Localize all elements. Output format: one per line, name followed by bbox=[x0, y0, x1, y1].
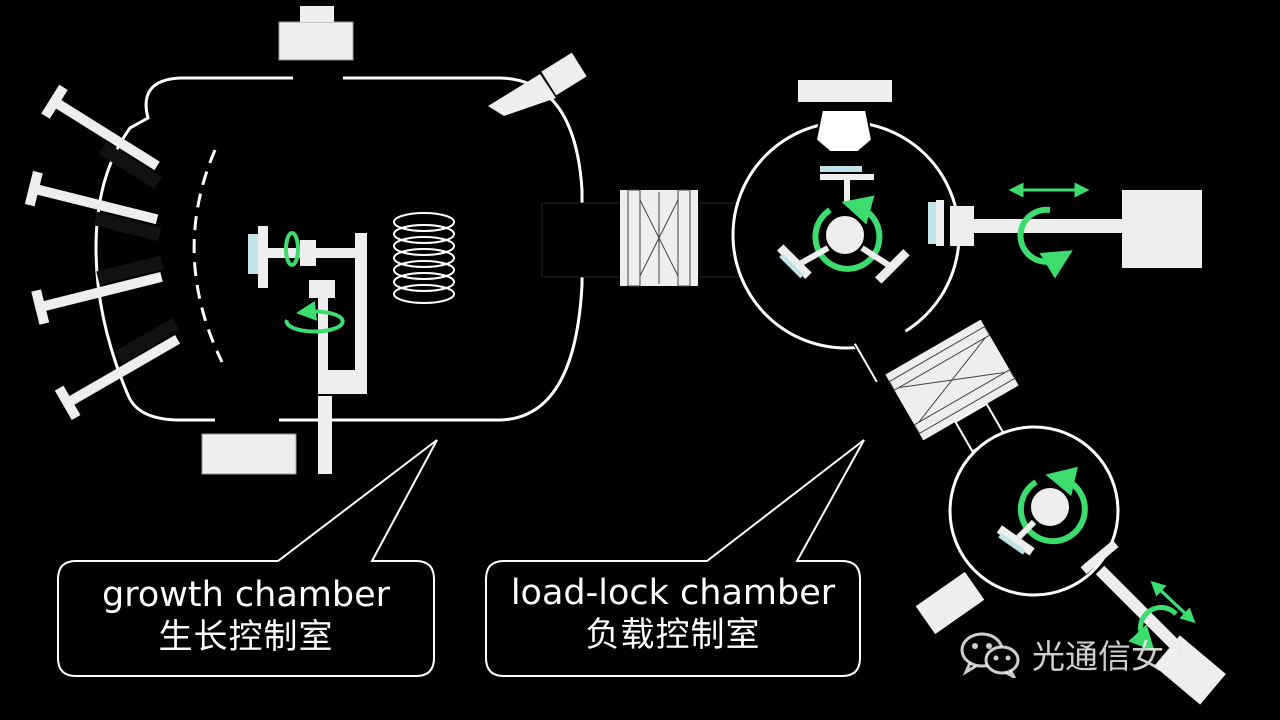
entry-chamber bbox=[915, 425, 1226, 705]
transfer-rod-motion-arrows bbox=[1008, 182, 1090, 279]
load-lock-chamber-label-en: load-lock chamber bbox=[510, 573, 836, 613]
shutter-dashed-arc bbox=[192, 149, 224, 363]
growth-chamber-label: growth chamber 生长控制室 bbox=[60, 574, 432, 658]
sample-arm-left bbox=[777, 244, 830, 279]
load-lock-chamber-label-zh: 负载控制室 bbox=[585, 614, 761, 655]
top-viewport bbox=[798, 80, 892, 202]
transfer-rod bbox=[928, 190, 1202, 268]
top-right-port bbox=[488, 52, 587, 116]
sample-holder bbox=[824, 214, 866, 256]
substrate-manipulator bbox=[248, 226, 367, 474]
rotation-arrow-icon bbox=[284, 231, 345, 334]
entry-transfer-rod bbox=[1095, 565, 1226, 705]
entry-arm-left bbox=[996, 519, 1037, 556]
effusion-cell-2 bbox=[24, 170, 162, 242]
effusion-cell-3 bbox=[31, 255, 164, 325]
effusion-cell-4 bbox=[54, 318, 181, 421]
growth-chamber-label-zh: 生长控制室 bbox=[158, 616, 334, 657]
sample-arm-right bbox=[860, 245, 910, 284]
rotation-arrow-icon bbox=[812, 195, 883, 272]
top-port-flange bbox=[278, 6, 354, 88]
load-lock-callout-bubble bbox=[485, 439, 865, 677]
load-lock-chamber-label: load-lock chamber 负载控制室 bbox=[488, 572, 858, 656]
effusion-cell-1 bbox=[41, 84, 162, 189]
watermark-text: 光通信女人 bbox=[1032, 637, 1197, 676]
growth-chamber bbox=[24, 6, 587, 475]
entry-arm-right bbox=[1080, 540, 1119, 574]
rotation-arrow-icon bbox=[1017, 466, 1088, 545]
watermark: 光通信女人 bbox=[958, 626, 1197, 682]
heater-coil bbox=[393, 212, 455, 304]
growth-callout-bubble bbox=[57, 439, 438, 677]
effusion-cells bbox=[24, 84, 181, 421]
load-lock-chamber bbox=[731, 80, 1202, 350]
entry-sample-holder bbox=[1029, 486, 1071, 528]
gate-valve-2 bbox=[853, 318, 1019, 453]
growth-chamber-label-en: growth chamber bbox=[101, 575, 390, 615]
bottom-port-flange bbox=[201, 404, 297, 475]
entry-door bbox=[915, 571, 985, 635]
wechat-icon bbox=[960, 632, 1020, 678]
